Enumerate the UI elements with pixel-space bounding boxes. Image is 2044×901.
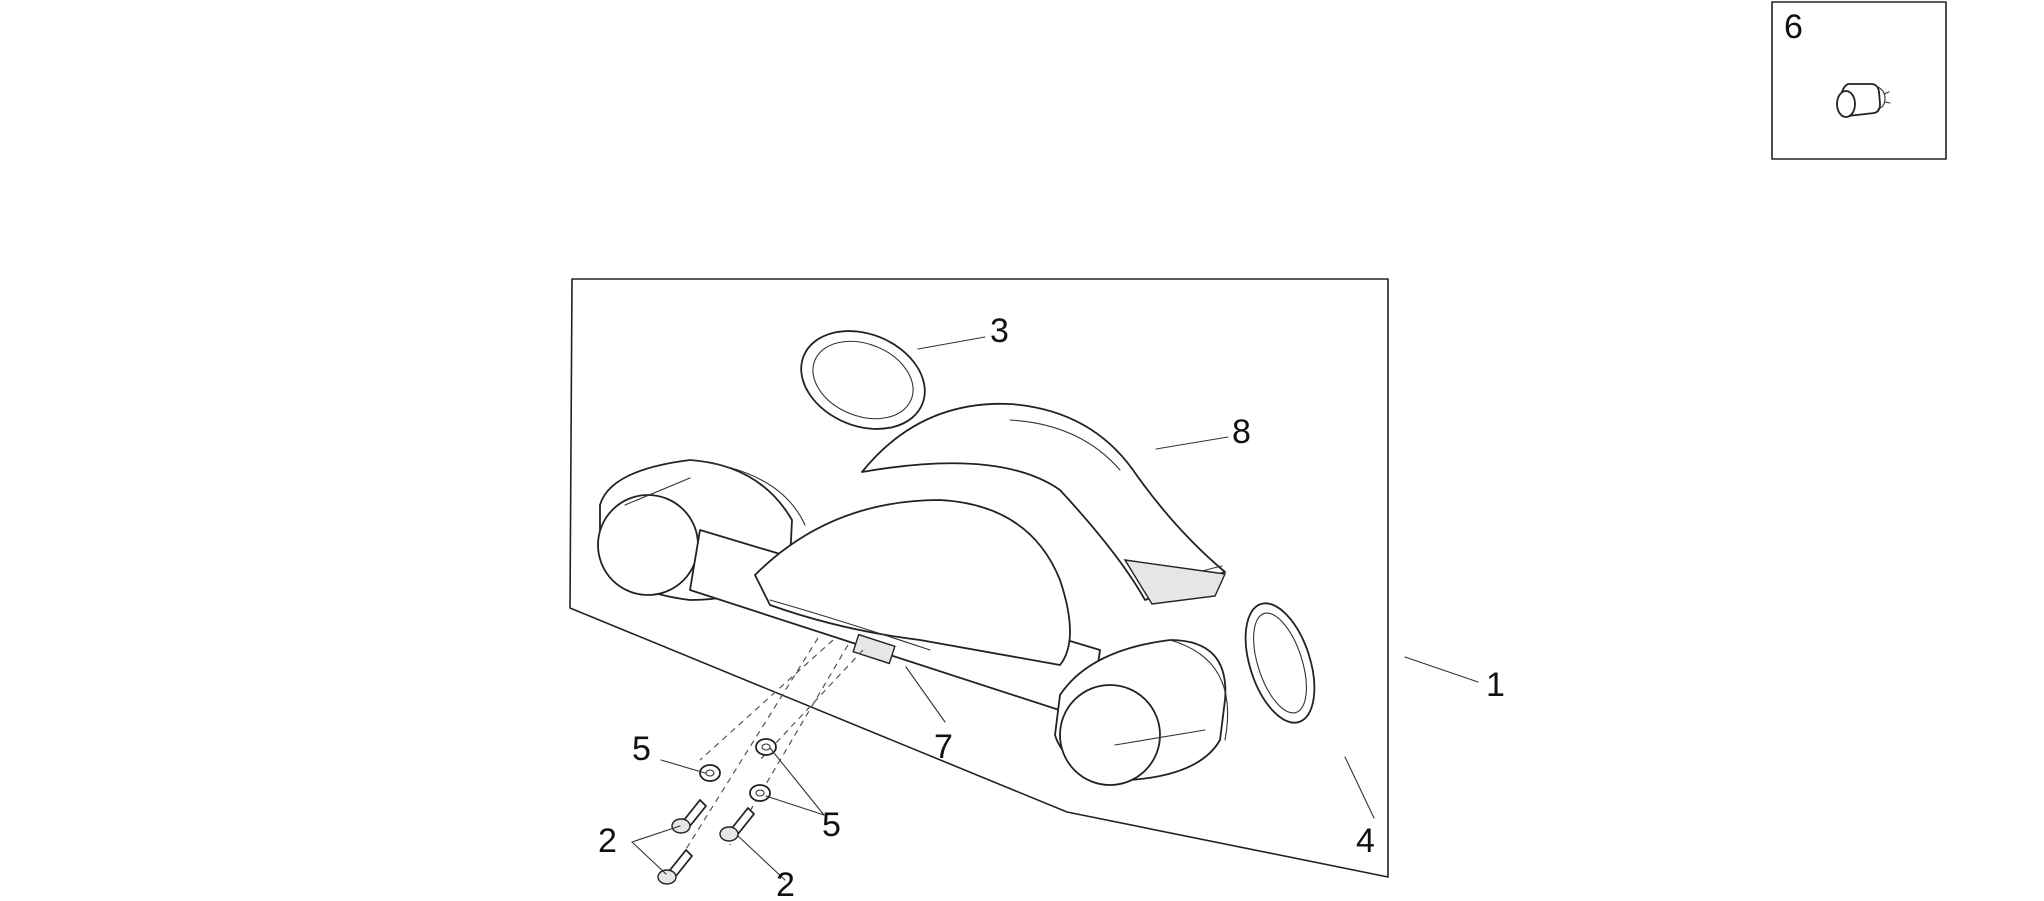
callout-6: 6 bbox=[1784, 8, 1803, 46]
callout-7: 7 bbox=[934, 728, 953, 766]
callout-2-right: 2 bbox=[776, 866, 795, 901]
lens-right-part bbox=[1244, 602, 1316, 724]
callout-8: 8 bbox=[1232, 413, 1251, 451]
bulb-inset: 6 bbox=[1771, 1, 1947, 160]
turn-indicator-assembly bbox=[597, 459, 1229, 786]
screw bbox=[719, 807, 755, 842]
lens-top-part bbox=[800, 330, 926, 430]
callout-4: 4 bbox=[1356, 822, 1375, 860]
screw bbox=[657, 849, 693, 885]
screw bbox=[671, 799, 707, 834]
callout-5-left: 5 bbox=[632, 730, 651, 768]
callout-3: 3 bbox=[990, 312, 1009, 350]
washer-group bbox=[699, 738, 777, 802]
assembly-outline bbox=[569, 278, 1389, 878]
screw-group bbox=[657, 799, 755, 885]
washer bbox=[749, 784, 771, 802]
cover-part bbox=[861, 402, 1227, 605]
bulb-icon bbox=[1836, 83, 1891, 118]
callout-2-left: 2 bbox=[598, 822, 617, 860]
washer bbox=[755, 738, 777, 756]
fastener-guides bbox=[667, 637, 864, 879]
leader-lines bbox=[631, 336, 1479, 881]
washer bbox=[699, 764, 721, 782]
bulb-inset-frame bbox=[1771, 1, 1947, 160]
callout-5-right: 5 bbox=[822, 806, 841, 844]
callout-1: 1 bbox=[1486, 666, 1505, 704]
